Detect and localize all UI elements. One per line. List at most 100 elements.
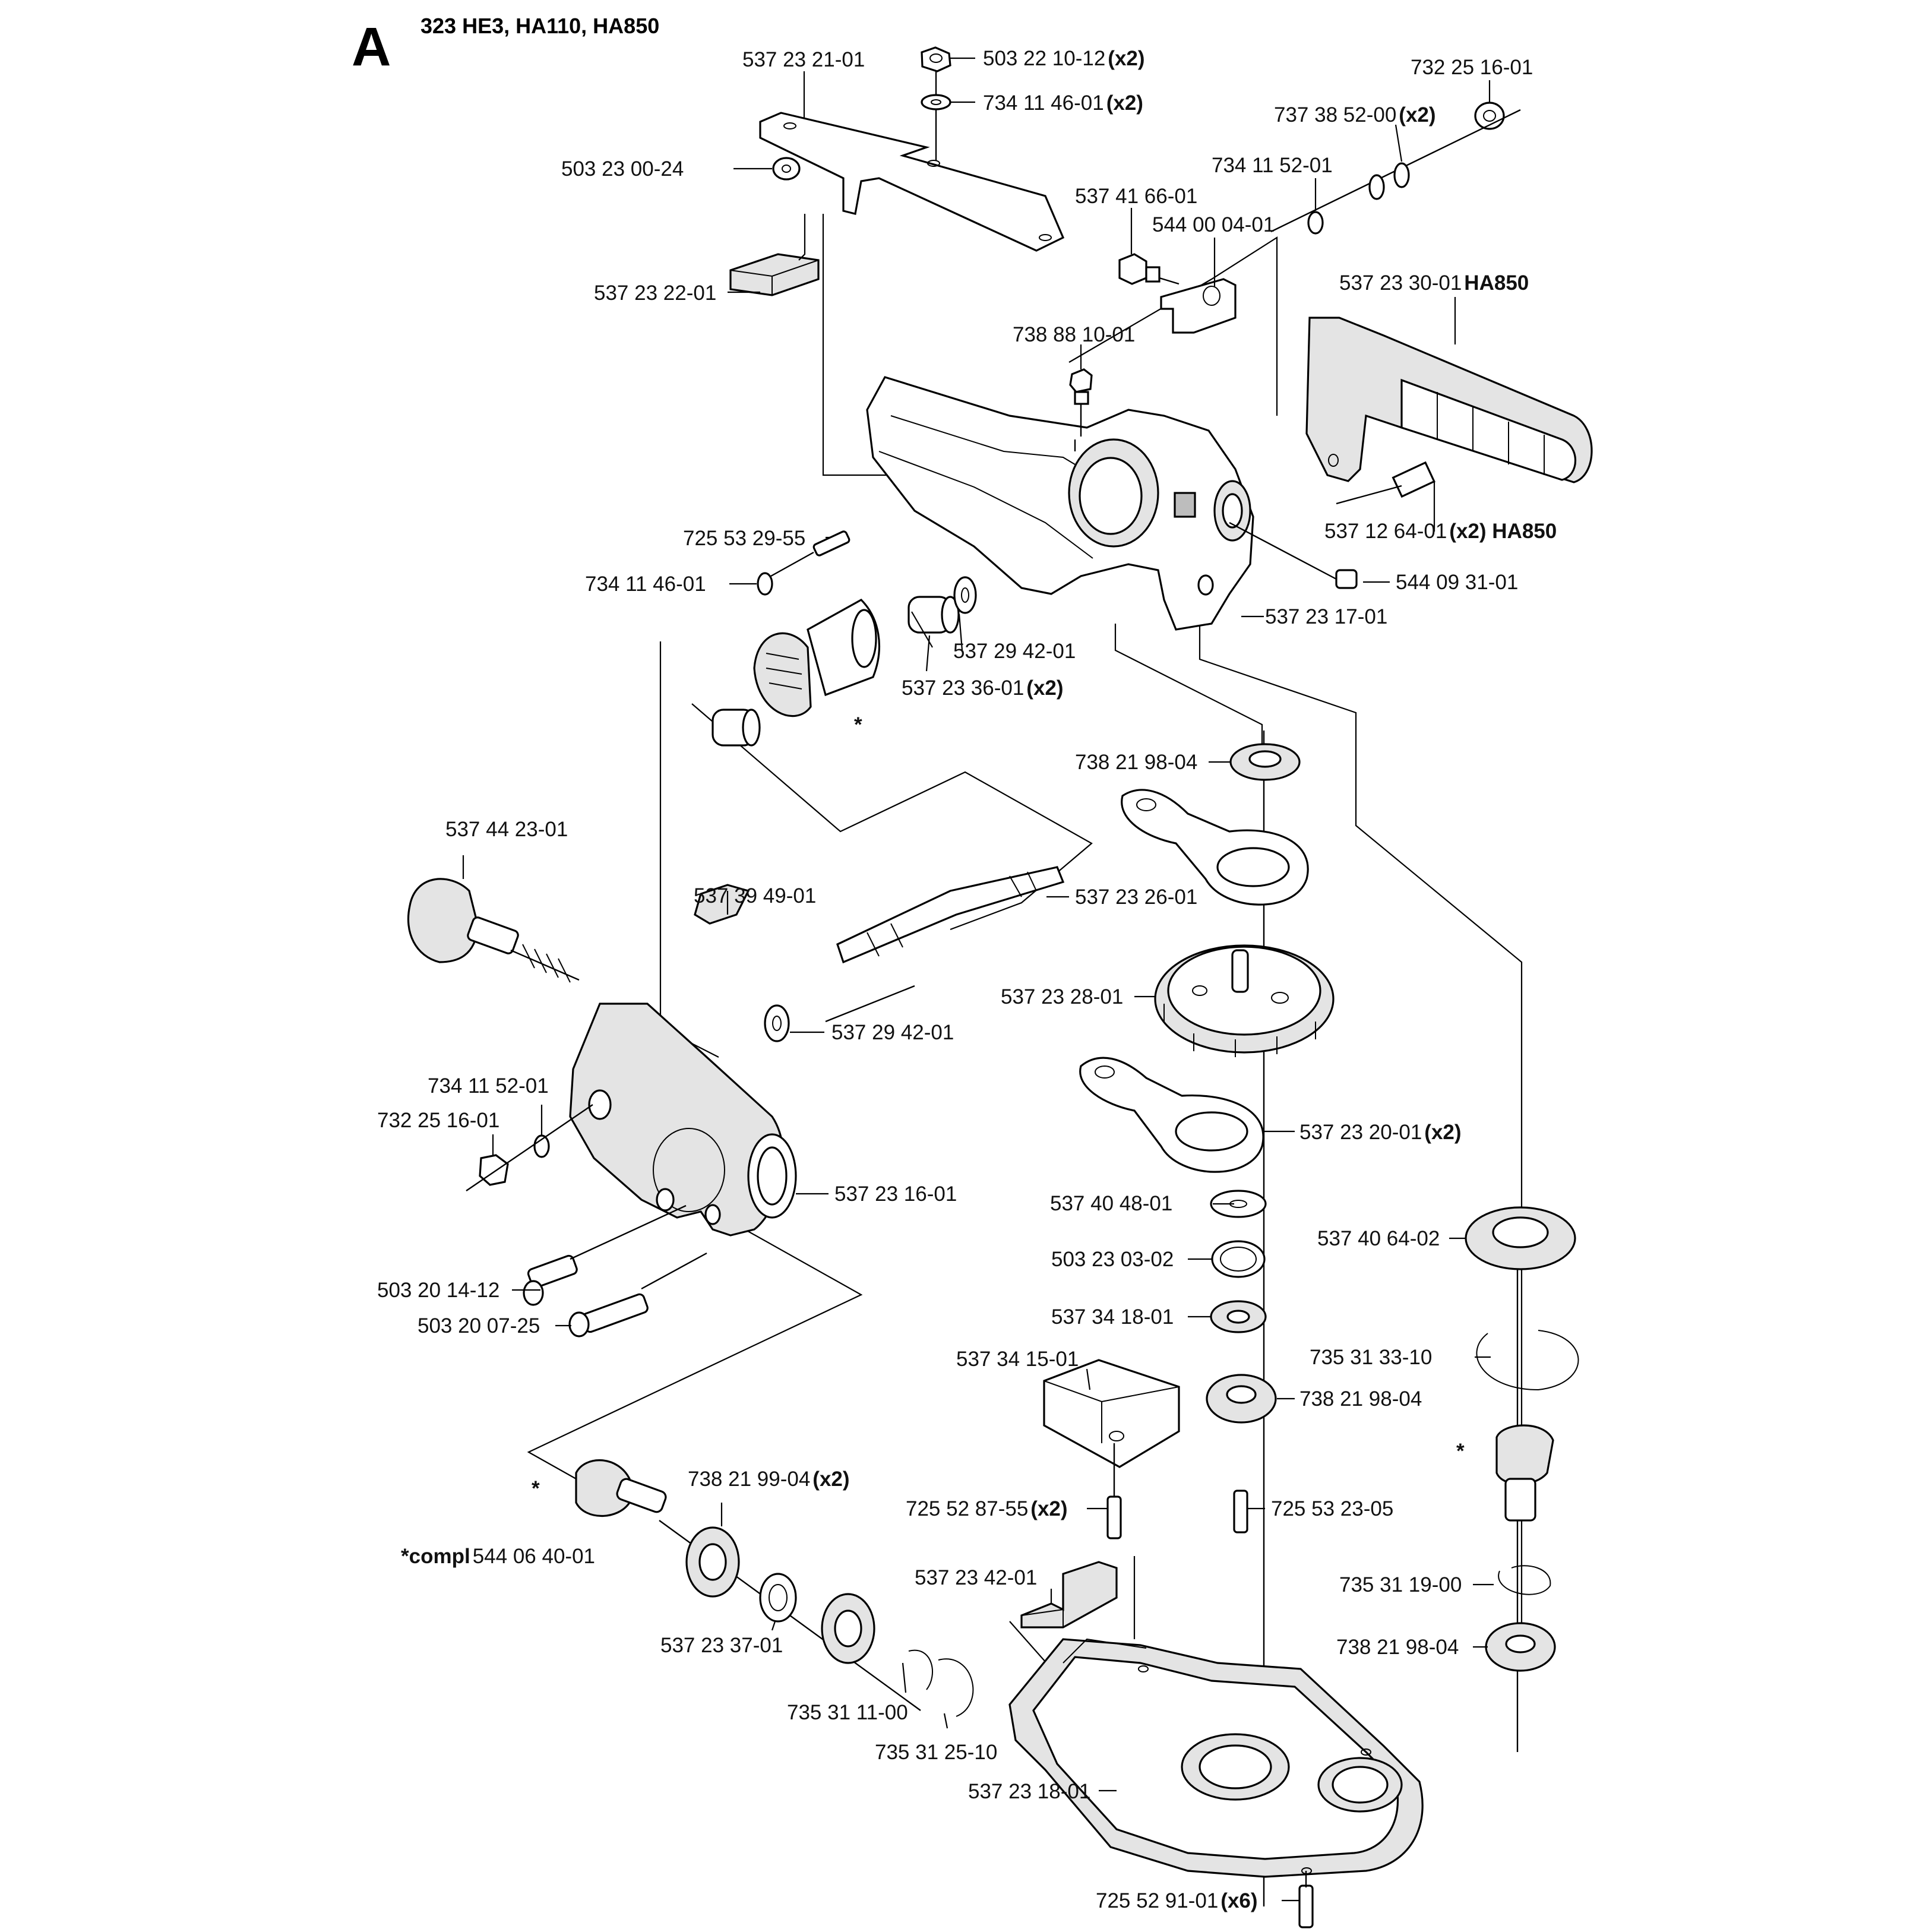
part-label[interactable]: 537 23 42-01 (915, 1566, 1037, 1589)
part-label[interactable]: 537 34 15-01 (956, 1348, 1079, 1371)
part-label[interactable]: 735 31 33-10 (1310, 1346, 1432, 1369)
part-label[interactable]: 544 09 31-01 (1396, 571, 1518, 594)
circlip-part (1498, 1565, 1551, 1595)
pinion-gear-part (575, 1459, 921, 1711)
leader-lines (462, 57, 1494, 1902)
part-label[interactable]: 734 11 52-01 (428, 1074, 549, 1098)
needle-bearing-part (712, 709, 761, 747)
asterisk-mark: * (854, 713, 862, 736)
part-label[interactable]: 537 12 64-01 (x2) HA850 (1324, 520, 1557, 543)
part-label[interactable]: 537 44 23-01 (445, 818, 568, 841)
screw-part (1233, 1490, 1248, 1533)
part-label[interactable]: 735 31 19-00 (1339, 1573, 1462, 1596)
part-label[interactable]: 544 00 04-01 (1152, 213, 1275, 236)
part-label[interactable]: 732 25 16-01 (1411, 56, 1533, 79)
ball-bearing-part (685, 1526, 740, 1598)
knob-screw-part (407, 878, 580, 983)
bracket-block-part (1020, 1561, 1118, 1629)
pinion-gear-part (1495, 1424, 1554, 1522)
part-label[interactable]: 537 23 30-01 HA850 (1339, 271, 1529, 295)
spur-gear-part (1154, 944, 1335, 1057)
part-label[interactable]: 725 53 23-05 (1271, 1497, 1393, 1520)
lever-plate-part (1121, 789, 1309, 906)
part-label[interactable]: 503 23 00-24 (561, 157, 684, 181)
circlip-part (908, 1649, 933, 1690)
part-label[interactable]: 725 52 87-55 (x2) (906, 1497, 1068, 1520)
section-letter: A (352, 17, 391, 77)
socket-screw-part (568, 1252, 707, 1337)
handle-screw-part (1336, 461, 1435, 505)
part-label[interactable]: 503 20 14-12 (377, 1279, 499, 1302)
washer-part (772, 157, 801, 181)
part-label[interactable]: 734 11 46-01 (585, 573, 706, 596)
needle-bearing-part (907, 596, 960, 634)
part-label[interactable]: 537 23 26-01 (1075, 886, 1197, 909)
part-label[interactable]: 537 29 42-01 (831, 1021, 954, 1044)
part-label[interactable]: 734 11 46-01 (x2) (983, 91, 1143, 115)
part-label[interactable]: 537 23 16-01 (834, 1182, 957, 1206)
part-label[interactable]: 503 22 10-12 (x2) (983, 47, 1145, 70)
part-label[interactable]: 537 23 28-01 (1001, 985, 1123, 1008)
ball-bearing-part (1229, 743, 1301, 781)
part-label[interactable]: 725 53 29-55 (683, 527, 805, 550)
grease-nipple-part (1069, 368, 1093, 437)
part-label[interactable]: 734 11 52-01 (1212, 154, 1333, 177)
lever-plate-part (1079, 1057, 1264, 1173)
clip-part (1160, 278, 1237, 334)
part-label[interactable]: 537 23 37-01 (660, 1634, 783, 1657)
part-label[interactable]: 537 23 17-01 (1265, 605, 1387, 628)
part-label[interactable]: 537 23 21-01 (742, 48, 865, 71)
part-label[interactable]: 537 23 22-01 (594, 282, 716, 305)
part-label[interactable]: 738 88 10-01 (1013, 323, 1135, 346)
handle-part (1305, 317, 1593, 483)
socket-screw-part (523, 1204, 687, 1306)
part-label[interactable]: 738 21 99-04 (x2) (688, 1468, 850, 1491)
asterisk-mark: * (532, 1477, 540, 1500)
seal-ring-part (1211, 1240, 1266, 1278)
part-label[interactable]: 503 23 03-02 (1051, 1248, 1174, 1271)
compl-note: *compl 544 06 40-01 (401, 1545, 595, 1568)
part-label[interactable]: 537 41 66-01 (1075, 185, 1197, 208)
part-label[interactable]: 537 39 49-01 (694, 884, 816, 907)
part-label[interactable]: 738 21 98-04 (1075, 751, 1197, 774)
ball-bearing-part (1206, 1374, 1277, 1424)
models-title: 323 HE3, HA110, HA850 (420, 14, 659, 38)
circlip-part (938, 1658, 974, 1717)
part-label[interactable]: 537 29 42-01 (953, 640, 1076, 663)
part-label[interactable]: 737 38 52-00 (x2) (1274, 103, 1436, 127)
part-label[interactable]: 735 31 25-10 (875, 1741, 997, 1764)
part-label[interactable]: 537 23 36-01 (x2) (902, 676, 1064, 700)
part-label[interactable]: 735 31 11-00 (787, 1701, 908, 1724)
part-label[interactable]: 537 23 18-01 (968, 1780, 1090, 1803)
plug-screw-part (1118, 253, 1180, 285)
ball-bearing-part (821, 1593, 875, 1664)
part-label[interactable]: 503 20 07-25 (418, 1314, 540, 1337)
ball-bearing-part (1465, 1206, 1576, 1270)
sleeve-part (759, 1573, 797, 1623)
part-label[interactable]: 738 21 98-04 (1299, 1387, 1422, 1411)
part-label[interactable]: 537 34 18-01 (1051, 1305, 1174, 1329)
washer-part (757, 572, 773, 596)
gear-housing-part (866, 376, 1254, 631)
asterisk-mark: * (1456, 1440, 1465, 1463)
bevel-gear-part (753, 599, 880, 717)
circlip-part (1476, 1330, 1579, 1391)
part-label[interactable]: 732 25 16-01 (377, 1109, 499, 1132)
washer-part (1307, 211, 1324, 235)
shim-washer-part (1210, 1190, 1267, 1218)
thrust-washer-part (1210, 1300, 1267, 1333)
part-label[interactable]: 725 52 91-01 (x6) (1096, 1889, 1258, 1912)
part-label[interactable]: 537 40 48-01 (1050, 1192, 1172, 1215)
shaft-part (836, 866, 1065, 964)
pad-block-part (729, 214, 820, 296)
screw-part (1298, 1871, 1314, 1928)
key-part (694, 884, 750, 925)
part-labels: 537 23 21-01 503 22 10-12 (x2) 734 11 46… (377, 47, 1557, 1912)
tube-housing-part (569, 985, 915, 1237)
washer-pair-part (1368, 162, 1410, 200)
part-label[interactable]: 537 23 20-01 (x2) (1299, 1121, 1462, 1144)
part-label[interactable]: 738 21 98-04 (1336, 1636, 1459, 1659)
base-plate-part (1008, 1638, 1424, 1878)
part-label[interactable]: 537 40 64-02 (1317, 1227, 1440, 1250)
